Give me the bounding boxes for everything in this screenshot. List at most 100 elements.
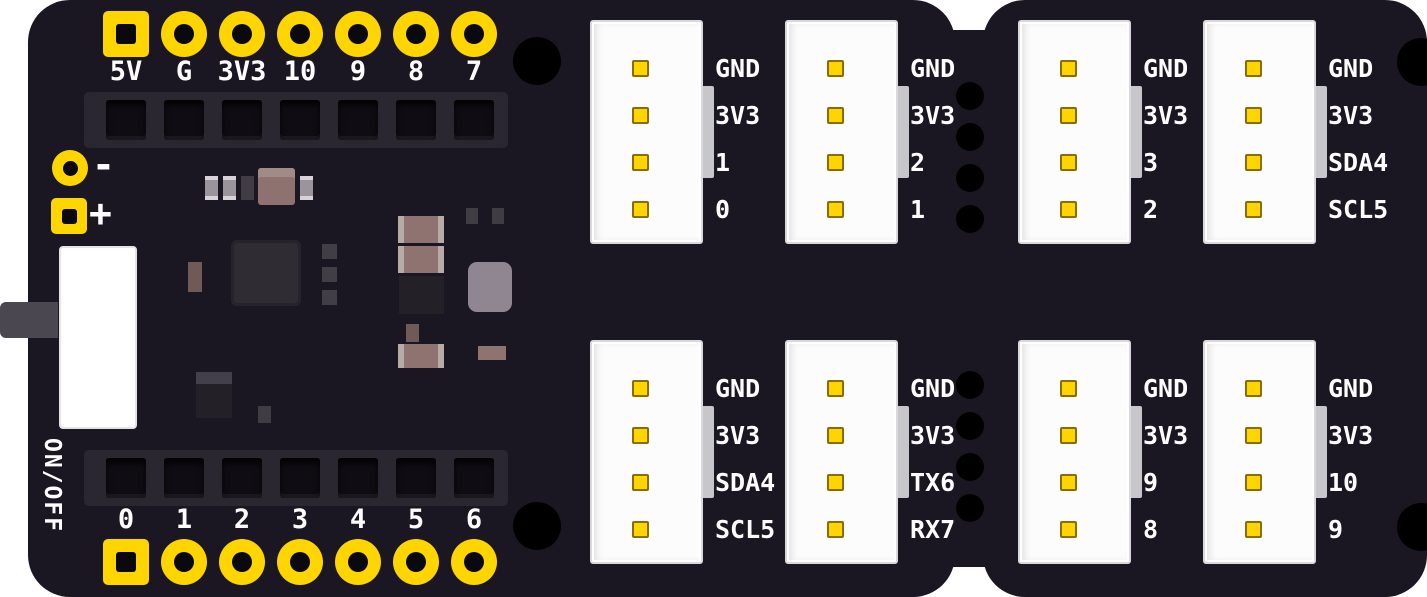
minus-label: - [92, 143, 115, 187]
connector-pin [1060, 201, 1077, 218]
connector-pin [632, 60, 649, 77]
smd-component [188, 262, 202, 292]
connector-pin [632, 521, 649, 538]
bottom-pad-label: 5 [407, 504, 425, 535]
smd-resistor [223, 176, 236, 200]
smd-capacitor [258, 168, 295, 205]
pin-label: 9 [1143, 468, 1159, 497]
top-pad-label: 10 [283, 56, 317, 87]
connector-pin [827, 201, 844, 218]
connector-pin [1060, 60, 1077, 77]
top-pad-7 [451, 11, 497, 57]
header-socket [454, 458, 494, 498]
smd-component [322, 244, 337, 259]
smd-capacitor [398, 216, 444, 243]
pad-hole [232, 552, 252, 572]
top-pad-5v [103, 11, 149, 57]
connector-pin [1060, 427, 1077, 444]
connector-pin [827, 521, 844, 538]
pin-label: SCL5 [715, 515, 776, 544]
connector-pin [1060, 521, 1077, 538]
top-pad-label: G [175, 56, 193, 87]
connector-pin [1245, 521, 1262, 538]
header-socket [222, 458, 262, 498]
mounting-hole [513, 37, 561, 85]
connector-pin [827, 60, 844, 77]
top-pad-label: 3V3 [217, 56, 267, 87]
top-pad-10 [277, 11, 323, 57]
pin-label: 3V3 [1143, 421, 1189, 450]
pin-label: 3 [1143, 148, 1159, 177]
smd-component [466, 208, 478, 224]
header-socket [106, 458, 146, 498]
mounting-hole [513, 502, 561, 550]
connector-pin [632, 380, 649, 397]
bottom-pad-label: 1 [175, 504, 193, 535]
connector-pin [1245, 201, 1262, 218]
pin-label: 3V3 [910, 101, 956, 130]
pad-hole [406, 24, 426, 44]
power-switch-lever[interactable] [0, 302, 58, 338]
pin-label: SCL5 [1328, 195, 1389, 224]
battery-plus-pad [51, 198, 87, 234]
perforation-hole [956, 205, 984, 233]
top-pad-9 [335, 11, 381, 57]
bottom-pad-5 [393, 539, 439, 585]
connector-pin [1245, 154, 1262, 171]
stemma-connector-right-3: GND 3V3 9 8 [1018, 340, 1258, 564]
pin-label: RX7 [910, 515, 956, 544]
smd-component [399, 276, 444, 314]
pin-label: 0 [715, 195, 731, 224]
connector-pin [632, 474, 649, 491]
pin-label: GND [715, 374, 761, 403]
pin-label: SDA4 [715, 468, 776, 497]
plus-label: + [89, 191, 112, 235]
top-pad-label: 5V [109, 56, 143, 87]
pad-hole [116, 24, 136, 44]
pin-label: 3V3 [1328, 421, 1374, 450]
connector-pin [827, 154, 844, 171]
stemma-connector-right-2: GND 3V3 SDA4 SCL5 [1203, 20, 1427, 244]
header-socket [164, 458, 204, 498]
smd-resistor [205, 176, 218, 200]
bottom-pad-label: 0 [117, 504, 135, 535]
connector-pin [1060, 154, 1077, 171]
perforation-hole [956, 123, 984, 151]
header-socket [454, 100, 494, 140]
connector-pin [1245, 107, 1262, 124]
smd-component [406, 324, 419, 342]
pad-hole [232, 24, 252, 44]
top-pad-8 [393, 11, 439, 57]
connector-pin [827, 427, 844, 444]
header-socket [106, 100, 146, 140]
smd-component [258, 406, 271, 423]
bottom-pad-label: 3 [291, 504, 309, 535]
pad-hole [348, 552, 368, 572]
connector-pin [632, 107, 649, 124]
female-header-bottom [84, 450, 508, 506]
header-socket [222, 100, 262, 140]
connector-pin [1245, 427, 1262, 444]
pin-label: GND [1328, 374, 1374, 403]
bottom-pad-label: 6 [465, 504, 483, 535]
battery-minus-pad [52, 150, 88, 186]
switch-label: ON/OFF [39, 438, 65, 534]
smd-component [322, 290, 337, 305]
pin-label: GND [1143, 54, 1189, 83]
bottom-pad-4 [335, 539, 381, 585]
perforation-hole [956, 412, 984, 440]
smd-capacitor [398, 246, 444, 273]
bottom-pad-1 [161, 539, 207, 585]
pin-label: 3V3 [715, 101, 761, 130]
header-socket [396, 458, 436, 498]
ic-chip [231, 240, 301, 306]
bottom-pad-3 [277, 539, 323, 585]
pin-label: GND [910, 54, 956, 83]
pad-hole [116, 552, 136, 572]
pad-hole [61, 208, 77, 224]
pin-label: 9 [1328, 515, 1344, 544]
top-pad-g [161, 11, 207, 57]
header-socket [280, 458, 320, 498]
connector-pin [632, 154, 649, 171]
bottom-pad-label: 2 [233, 504, 251, 535]
